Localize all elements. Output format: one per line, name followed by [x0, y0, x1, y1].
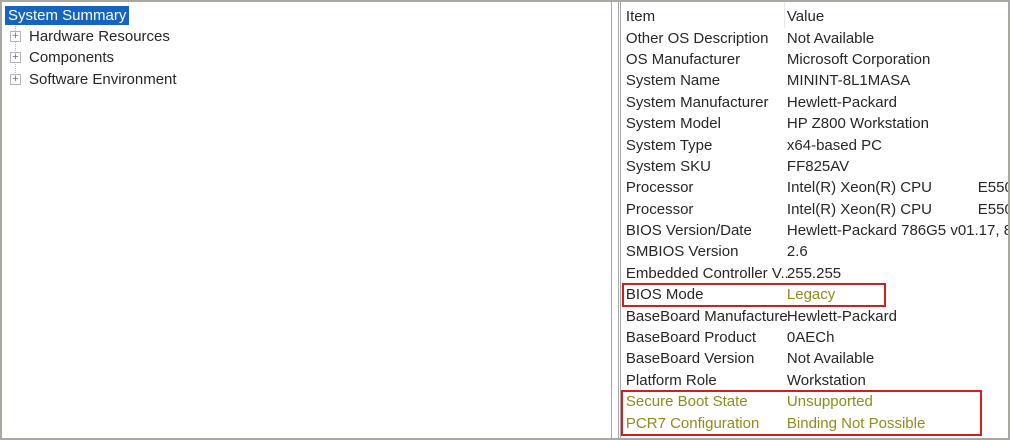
value-cell: FF825AV	[786, 157, 850, 175]
value-cell: Not Available	[786, 350, 875, 368]
value-cell: Binding Not Possible	[786, 414, 926, 432]
table-row-pcr7-configuration[interactable]: PCR7 Configuration Binding Not Possible	[626, 412, 1008, 433]
table-row-bios-mode[interactable]: BIOS Mode Legacy	[626, 284, 1008, 305]
value-cell: 0AECh	[786, 329, 835, 347]
value-cell: MININT-8L1MASA	[786, 72, 911, 90]
item-cell: System Model	[625, 115, 721, 133]
item-cell: BaseBoard Manufacturer	[625, 307, 787, 325]
item-cell: BaseBoard Product	[625, 329, 756, 347]
table-row-bios-version-date[interactable]: BIOS Version/Date Hewlett-Packard 786G5 v…	[626, 220, 1008, 241]
table-row-system-name[interactable]: System Name MININT-8L1MASA	[626, 70, 1008, 91]
table-row-baseboard-version[interactable]: BaseBoard Version Not Available	[626, 348, 1008, 369]
value-cell: x64-based PC	[786, 136, 882, 154]
item-cell: System Name	[625, 72, 721, 90]
value-cell: Intel(R) Xeon(R) CPU E5506	[786, 200, 1008, 218]
table-row-other-os-description[interactable]: Other OS Description Not Available	[626, 27, 1008, 48]
value-cell: Workstation	[786, 371, 866, 389]
item-cell: BaseBoard Version	[625, 350, 755, 368]
value-cell: Legacy	[786, 286, 836, 304]
item-cell: Processor	[625, 200, 694, 218]
table-row-smbios-version[interactable]: SMBIOS Version 2.6	[626, 241, 1008, 262]
value-cell: Hewlett-Packard 786G5 v01.17, 8/	[786, 222, 1008, 240]
value-column-header[interactable]: Value	[786, 8, 825, 26]
value-cell: HP Z800 Workstation	[786, 115, 929, 133]
item-cell: System Type	[625, 136, 713, 154]
item-cell: Other OS Description	[625, 29, 769, 47]
item-cell: OS Manufacturer	[625, 50, 741, 68]
table-row-system-type[interactable]: System Type x64-based PC	[626, 134, 1008, 155]
pane-splitter[interactable]	[612, 2, 621, 438]
item-cell: Processor	[625, 179, 694, 197]
value-cell: 2.6	[786, 243, 808, 261]
tree-item-label: System Summary	[5, 6, 130, 26]
item-cell: BIOS Mode	[625, 286, 704, 304]
table-row-system-model[interactable]: System Model HP Z800 Workstation	[626, 113, 1008, 134]
value-cell: Microsoft Corporation	[786, 50, 931, 68]
column-separator	[783, 2, 785, 28]
tree-item-label: Components	[29, 49, 115, 67]
item-cell: Platform Role	[625, 371, 717, 389]
tree-item-label: Software Environment	[29, 70, 177, 88]
value-cell: Hewlett-Packard	[786, 307, 897, 325]
tree-item-software-environment[interactable]: + Software Environment	[5, 69, 611, 90]
item-cell: Embedded Controller V...	[625, 264, 787, 282]
value-cell: Unsupported	[786, 393, 873, 411]
value-cell: Intel(R) Xeon(R) CPU E5506	[786, 179, 1008, 197]
item-cell: System SKU	[625, 157, 711, 175]
item-cell: SMBIOS Version	[625, 243, 739, 261]
tree-item-hardware-resources[interactable]: + Hardware Resources	[5, 26, 611, 47]
item-column-header[interactable]: Item	[625, 8, 656, 26]
expand-plus-icon[interactable]: +	[10, 52, 21, 64]
tree-item-system-summary[interactable]: System Summary	[5, 5, 611, 26]
category-tree-pane: System Summary + Hardware Resources + Compon…	[2, 2, 613, 438]
list-header-row: Item Value	[626, 6, 1008, 27]
expand-plus-icon[interactable]: +	[10, 31, 21, 43]
table-row-system-manufacturer[interactable]: System Manufacturer Hewlett-Packard	[626, 92, 1008, 113]
item-cell: PCR7 Configuration	[625, 414, 760, 432]
table-row-baseboard-product[interactable]: BaseBoard Product 0AECh	[626, 327, 1008, 348]
value-cell: Hewlett-Packard	[786, 93, 897, 111]
table-row-os-manufacturer[interactable]: OS Manufacturer Microsoft Corporation	[626, 49, 1008, 70]
tree-item-components[interactable]: + Components	[5, 47, 611, 68]
item-cell: Secure Boot State	[625, 393, 748, 411]
table-row-system-sku[interactable]: System SKU FF825AV	[626, 156, 1008, 177]
item-cell: System Manufacturer	[625, 93, 769, 111]
item-cell: BIOS Version/Date	[625, 222, 752, 240]
value-cell: Not Available	[786, 29, 875, 47]
value-cell: 255.255	[786, 264, 842, 282]
expand-plus-icon[interactable]: +	[10, 73, 21, 85]
table-row-embedded-controller-v[interactable]: Embedded Controller V...255.255	[626, 263, 1008, 284]
table-row-processor[interactable]: Processor Intel(R) Xeon(R) CPU E5506	[626, 177, 1008, 198]
table-row-secure-boot-state[interactable]: Secure Boot State Unsupported	[626, 391, 1008, 412]
table-row-platform-role[interactable]: Platform Role Workstation	[626, 370, 1008, 391]
table-row-processor[interactable]: Processor Intel(R) Xeon(R) CPU E5506	[626, 199, 1008, 220]
tree-item-label: Hardware Resources	[29, 28, 170, 46]
